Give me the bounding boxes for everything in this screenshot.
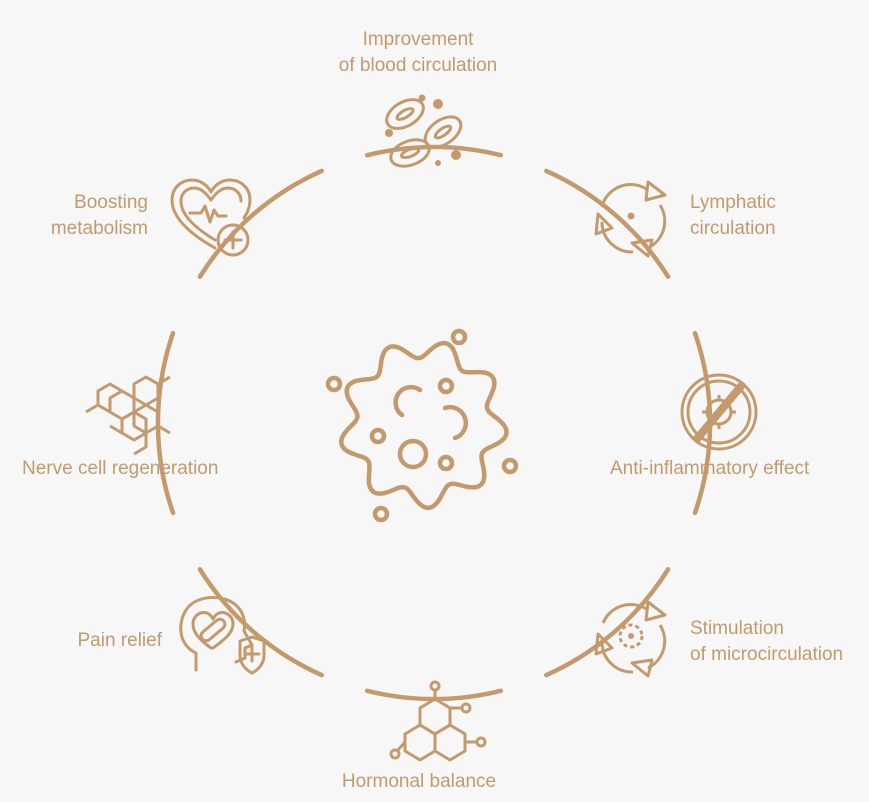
label-microcirculation: Stimulation of microcirculation <box>690 618 844 665</box>
hexagon-cells-icon <box>85 375 171 456</box>
label-metabolism: Boosting metabolism <box>50 192 148 239</box>
ring-segment <box>197 168 324 279</box>
blood-cells-icon <box>385 94 463 168</box>
ring-segment <box>197 567 324 678</box>
label-nerve-regeneration: Nerve cell regeneration <box>22 458 219 479</box>
circular-arrows-icon <box>594 180 667 258</box>
ring-segment <box>155 330 176 516</box>
ring <box>155 144 713 702</box>
label-lymphatic-circulation: Lymphatic circulation <box>690 192 776 239</box>
label-blood-circulation: Improvement of blood circulation <box>338 29 498 76</box>
ring-segment <box>544 567 671 678</box>
label-hormonal-balance: Hormonal balance <box>341 771 497 792</box>
circular-arrows-dashed-icon <box>594 600 667 678</box>
cell-icon <box>325 328 519 523</box>
heart-plus-icon <box>170 178 252 257</box>
no-virus-icon <box>680 373 758 451</box>
head-bandage-shield-icon <box>179 596 266 675</box>
ring-segment <box>544 168 671 279</box>
label-pain-relief: Pain relief <box>77 630 163 651</box>
label-anti-inflammatory: Anti-inflammatory effect <box>610 458 810 479</box>
molecule-icon <box>389 680 487 762</box>
